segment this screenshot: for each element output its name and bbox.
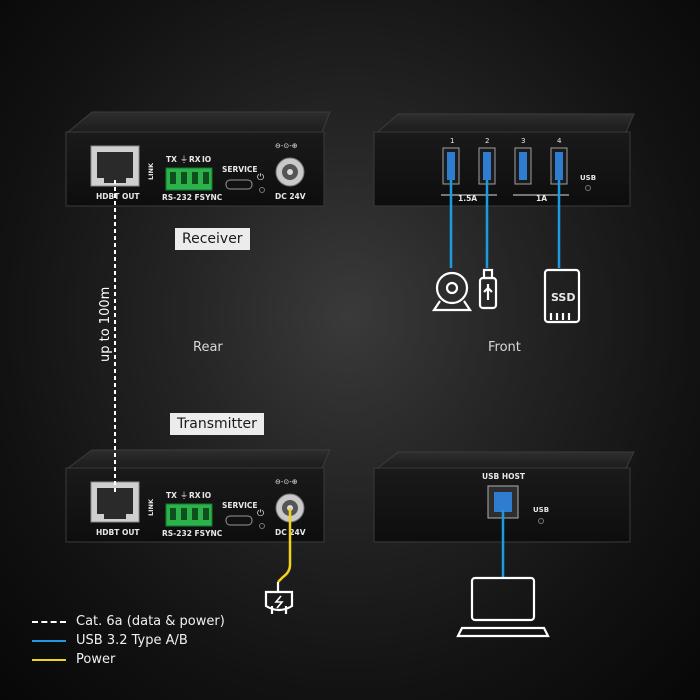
terminal-block <box>165 167 213 191</box>
tx-label: TX <box>166 491 177 500</box>
power-symbol: ⏻ <box>257 172 264 183</box>
service-label: SERVICE <box>222 501 258 510</box>
power-symbol: ⏻ <box>257 508 264 519</box>
dc-label: DC 24V <box>275 192 306 201</box>
receiver-rear-device: HDBT OUT LINK TX ⏚ RX IO RS-232 FSYNC SE… <box>65 111 331 207</box>
usb-c-port <box>225 179 253 190</box>
io-label: IO <box>202 155 211 164</box>
receiver-front-device: 1 2 3 4 1.5A 1A USB <box>373 113 635 207</box>
power-plug-icon <box>264 582 294 614</box>
webcam-icon <box>431 271 473 312</box>
legend: Cat. 6a (data & power) USB 3.2 Type A/B … <box>32 612 225 669</box>
legend-line-power <box>32 658 66 661</box>
port-number-4: 4 <box>557 137 562 145</box>
power-cable <box>277 508 292 583</box>
link-label: LINK <box>147 498 155 516</box>
legend-item-cat6a: Cat. 6a (data & power) <box>32 612 225 631</box>
dc-polarity-icon: ⊖-⊙-⊕ <box>275 478 298 486</box>
rs232-label: RS-232 FSYNC <box>162 193 223 202</box>
ssd-icon <box>543 268 581 324</box>
receiver-label: Receiver <box>175 228 250 250</box>
usb-flash-drive-icon <box>478 268 498 310</box>
port-number-1: 1 <box>450 137 454 145</box>
io-label: IO <box>202 491 211 500</box>
gnd-label: ⏚ <box>180 491 188 500</box>
hdbt-out-label: HDBT OUT <box>96 528 140 537</box>
legend-line-usb <box>32 639 66 642</box>
current-label-2: 1A <box>536 194 547 203</box>
link-label: LINK <box>147 162 155 180</box>
usb-c-port <box>225 515 253 526</box>
legend-item-power: Power <box>32 650 225 669</box>
tx-label: TX <box>166 155 177 164</box>
transmitter-label: Transmitter <box>170 413 264 435</box>
usb-cables <box>449 180 561 578</box>
distance-label: up to 100m <box>98 287 113 362</box>
ssd-label: SSD <box>551 291 575 304</box>
hdbt-out-label: HDBT OUT <box>96 192 140 201</box>
usb-label-host: USB <box>533 506 549 514</box>
rear-label: Rear <box>193 340 223 355</box>
port-number-2: 2 <box>485 137 489 145</box>
service-label: SERVICE <box>222 165 258 174</box>
usb-label-front: USB <box>580 174 596 182</box>
terminal-block <box>165 503 213 527</box>
legend-line-cat6a <box>32 620 66 623</box>
usb-host-label: USB HOST <box>482 472 526 481</box>
dc-polarity-icon: ⊖-⊙-⊕ <box>275 142 298 150</box>
rx-label: RX <box>189 155 201 164</box>
legend-item-usb: USB 3.2 Type A/B <box>32 631 225 650</box>
legend-label-cat6a: Cat. 6a (data & power) <box>76 614 225 629</box>
port-number-3: 3 <box>521 137 525 145</box>
legend-label-power: Power <box>76 652 116 667</box>
laptop-icon <box>456 576 550 638</box>
rx-label: RX <box>189 491 201 500</box>
legend-label-usb: USB 3.2 Type A/B <box>76 633 188 648</box>
current-label-1: 1.5A <box>458 194 477 203</box>
gnd-label: ⏚ <box>180 155 188 164</box>
front-label: Front <box>488 340 521 355</box>
rs232-label: RS-232 FSYNC <box>162 529 223 538</box>
